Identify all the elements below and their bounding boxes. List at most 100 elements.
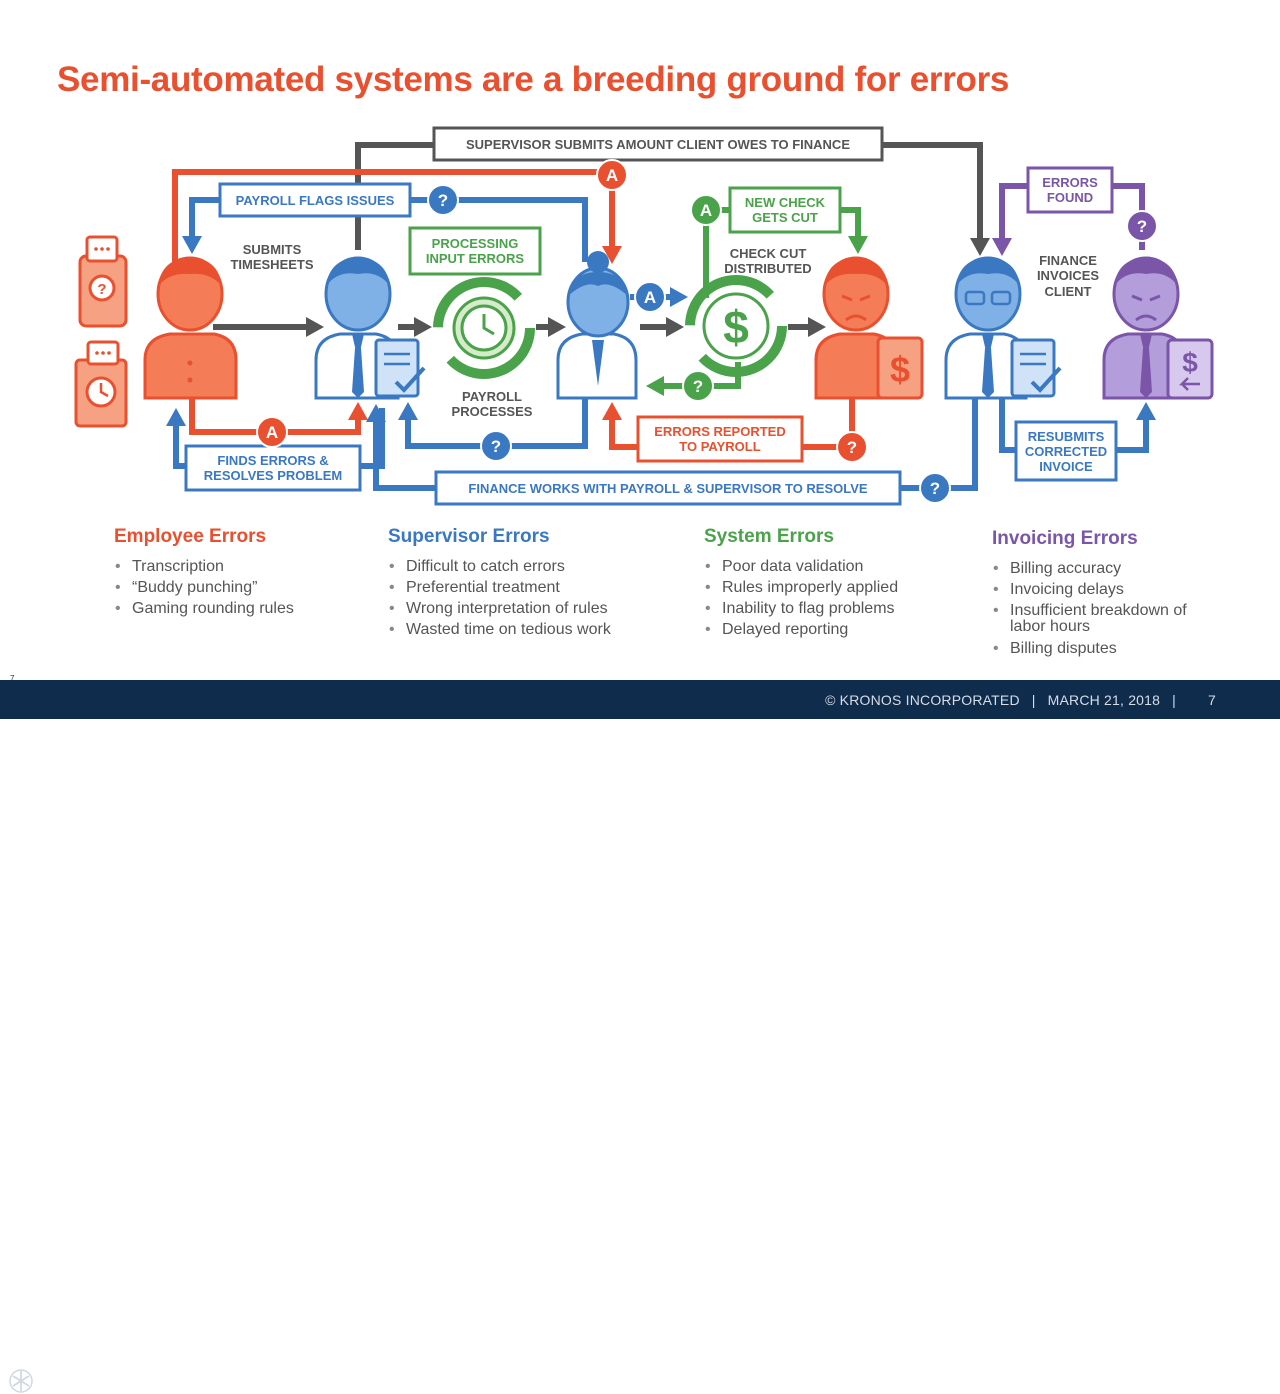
footer-date: MARCH 21, 2018 (1047, 692, 1161, 708)
employee-to-payroll-line (172, 169, 615, 262)
svg-text:FINANCE WORKS WITH PAYROLL & S: FINANCE WORKS WITH PAYROLL & SUPERVISOR … (468, 481, 868, 496)
svg-text:?: ? (491, 437, 501, 456)
payroll-flags-box (218, 182, 412, 218)
kronos-logo-icon (9, 1369, 33, 1393)
resubmits-box (1014, 420, 1118, 482)
arrow-head (348, 402, 368, 420)
list-item: Delayed reporting (705, 619, 898, 640)
list-item: Inability to flag problems (705, 598, 898, 619)
list-item: Transcription (115, 556, 294, 577)
svg-text:$: $ (890, 349, 910, 390)
angry-employee-person-icon (814, 256, 898, 400)
svg-text:CORRECTED: CORRECTED (1025, 444, 1107, 459)
question-icon: ? (919, 472, 951, 504)
arrow-head (666, 317, 684, 337)
new-check-box (728, 186, 842, 234)
svg-text:?: ? (930, 479, 940, 498)
arrow-head (808, 317, 826, 337)
svg-text:?: ? (438, 191, 448, 210)
arrow-head (848, 236, 868, 254)
question-icon: ? (427, 184, 459, 216)
list-item: Insufficient breakdown of labor hours (993, 603, 1202, 635)
finds-errors-box (184, 444, 362, 492)
svg-text:?: ? (847, 438, 857, 457)
system-errors-column: System Errors Poor data validation Rules… (704, 526, 898, 640)
processing-errors-box (408, 226, 542, 276)
arrow-head (970, 238, 990, 256)
footer-page-number: 7 (1208, 692, 1216, 708)
finance-works-box (434, 470, 902, 506)
dollar-document-icon: $ (876, 336, 924, 400)
list-item: Gaming rounding rules (115, 598, 294, 619)
arrow-head (992, 238, 1012, 256)
arrow-head (602, 246, 622, 264)
svg-text:A: A (700, 201, 712, 220)
footer-text: © KRONOS INCORPORATED|MARCH 21, 2018|7 (825, 692, 1216, 708)
finance-invoices-label: FINANCE (1039, 253, 1097, 268)
question-icon: ? (480, 430, 512, 462)
slide-number-small: 7 (10, 674, 15, 683)
svg-text:TO PAYROLL: TO PAYROLL (679, 439, 760, 454)
svg-text:GETS CUT: GETS CUT (752, 210, 818, 225)
alert-a-icon: A (690, 194, 722, 226)
supervisor-submits-box (432, 126, 884, 162)
arrow-head (1136, 402, 1156, 420)
employee-person-icon (143, 256, 238, 400)
supervisor-errors-column: Supervisor Errors Difficult to catch err… (388, 526, 611, 640)
list-item: Wasted time on tedious work (389, 619, 611, 640)
payroll-person-icon (556, 251, 638, 400)
svg-text:DISTRIBUTED: DISTRIBUTED (724, 261, 811, 276)
payroll-processes-label: PAYROLL (462, 389, 522, 404)
svg-text:NEW CHECK: NEW CHECK (745, 195, 826, 210)
footer-bar: © KRONOS INCORPORATED|MARCH 21, 2018|7 (0, 680, 1280, 1393)
finance-person-icon (944, 256, 1028, 400)
check-cut-label: CHECK CUT (730, 246, 807, 261)
question-icon: ? (682, 370, 714, 402)
errors-reported-box (636, 415, 804, 463)
svg-text:PAYROLL FLAGS ISSUES: PAYROLL FLAGS ISSUES (236, 193, 395, 208)
svg-text:SUPERVISOR SUBMITS AMOUNT CLIE: SUPERVISOR SUBMITS AMOUNT CLIENT OWES TO… (466, 137, 850, 152)
svg-text:FOUND: FOUND (1047, 190, 1093, 205)
submits-timesheets-label: SUBMITS (243, 242, 302, 257)
svg-text:TIMESHEETS: TIMESHEETS (230, 257, 313, 272)
errors-found-box (1026, 166, 1114, 214)
arrow-head (602, 402, 622, 420)
svg-text:RESUBMITS: RESUBMITS (1028, 429, 1105, 444)
svg-text:FINDS ERRORS &: FINDS ERRORS & (217, 453, 328, 468)
svg-text:INPUT ERRORS: INPUT ERRORS (426, 251, 525, 266)
svg-text:INVOICE: INVOICE (1039, 459, 1093, 474)
svg-text:A: A (266, 423, 278, 442)
svg-text:$: $ (723, 301, 749, 353)
arrow-head (414, 317, 432, 337)
arrow-head (398, 402, 418, 420)
svg-text:ERRORS REPORTED: ERRORS REPORTED (654, 424, 785, 439)
question-icon: ? (836, 431, 868, 463)
footer-company: © KRONOS INCORPORATED (825, 692, 1020, 708)
arrow-head (646, 376, 664, 396)
invoice-clipboard-icon (1010, 338, 1062, 398)
invoice-dollar-icon: $ (1166, 338, 1214, 400)
arrow-head (166, 408, 186, 426)
supervisor-errors-heading: Supervisor Errors (388, 526, 550, 547)
list-item: Difficult to catch errors (389, 556, 611, 577)
processing-gear-icon (433, 277, 535, 379)
question-icon: ? (1126, 210, 1158, 242)
time-clock-icon (74, 340, 128, 428)
invoicing-errors-column: Invoicing Errors Billing accuracy Invoic… (992, 528, 1202, 659)
client-person-icon (1102, 256, 1186, 400)
svg-text:$: $ (1182, 347, 1198, 378)
arrow-head (182, 236, 202, 254)
svg-text:?: ? (97, 281, 106, 298)
svg-text:CLIENT: CLIENT (1045, 284, 1092, 299)
arrow-head (670, 287, 688, 307)
arrow-head (548, 317, 566, 337)
system-errors-heading: System Errors (704, 526, 834, 547)
payroll-error-flow-diagram: SUPERVISOR SUBMITS AMOUNT CLIENT OWES TO… (74, 126, 1214, 506)
timesheet-clipboard-icon (374, 338, 426, 398)
svg-text:PROCESSING: PROCESSING (432, 236, 519, 251)
employee-errors-heading: Employee Errors (114, 526, 267, 547)
svg-text:?: ? (693, 377, 703, 396)
svg-text:A: A (606, 166, 618, 185)
list-item: Billing accuracy (993, 558, 1202, 579)
list-item: Wrong interpretation of rules (389, 598, 611, 619)
